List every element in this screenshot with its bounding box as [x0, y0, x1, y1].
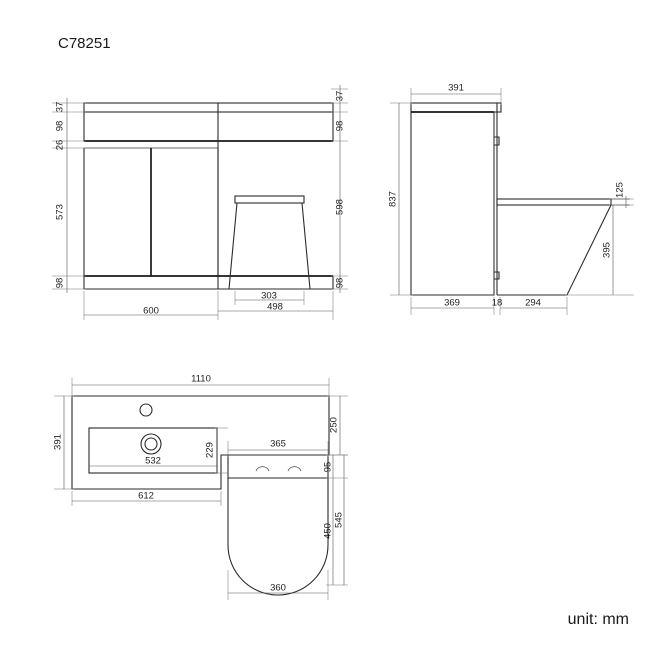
- front-worktop: [83, 102, 334, 113]
- dim-plan-worktop-rear-depth: 250: [329, 417, 340, 433]
- dim-side-overall-height: 837: [388, 191, 399, 207]
- dim-side-divider-thickness: 18: [492, 298, 503, 309]
- plan-waste-outer-ring: [140, 433, 162, 455]
- side-hinge-notch-upper: [494, 136, 500, 146]
- plan-toilet-pan: [227, 478, 329, 596]
- side-worktop: [410, 102, 502, 113]
- dim-side-cabinet-depth: 369: [444, 298, 460, 309]
- dim-plan-basin-depth: 391: [53, 434, 64, 450]
- dim-plan-toilet-total-depth: 545: [334, 512, 345, 528]
- dim-side-pan-depth: 294: [525, 298, 541, 309]
- plan-seat-hinge-right: [287, 466, 302, 472]
- front-upper-band: [83, 112, 334, 142]
- front-plinth: [83, 276, 334, 290]
- front-toilet-cistern-cap: [234, 195, 305, 204]
- page-title: C78251: [58, 35, 111, 52]
- plan-cistern-block: [227, 454, 329, 479]
- dim-front-left-drawer-gap: 26: [55, 140, 66, 151]
- dim-front-left-upper-panel: 98: [55, 121, 66, 132]
- plan-waste-inner-ring: [144, 437, 158, 451]
- dim-front-right-plinth: 98: [335, 278, 346, 289]
- plan-worktop-outline: [71, 395, 330, 490]
- dim-front-toilet-top-width: 303: [261, 291, 277, 302]
- dim-side-pan-height: 395: [602, 242, 613, 258]
- dim-plan-bowl-inner-width: 532: [145, 456, 161, 467]
- side-hinge-notch-lower: [494, 271, 500, 280]
- dim-plan-toilet-zone-width: 365: [270, 439, 286, 450]
- front-elevation-view: 37 98 26 573 98 37 98 598 98 303 498 600: [52, 85, 348, 320]
- plan-view: 1110 391 250 229 532 612 365: [53, 374, 348, 600]
- dim-plan-pan-length: 450: [323, 523, 334, 539]
- dim-front-right-top-cap: 37: [335, 91, 346, 102]
- dim-side-top-depth: 391: [448, 83, 464, 94]
- dim-front-toilet-section-width: 498: [267, 302, 283, 313]
- dim-front-cabinet-width: 600: [143, 306, 159, 317]
- side-cistern-slab: [496, 198, 612, 206]
- front-toilet-pan: [228, 202, 311, 290]
- side-toilet-pan-profile: [497, 204, 612, 296]
- unit-note: unit: mm: [568, 611, 629, 628]
- dim-plan-overall-width: 1110: [191, 374, 211, 385]
- side-cabinet-body: [410, 112, 495, 296]
- dim-front-left-plinth: 98: [55, 278, 66, 289]
- plan-tap-hole: [139, 403, 153, 417]
- dim-front-right-body: 598: [335, 199, 346, 215]
- dim-plan-basin-top-width: 612: [138, 491, 154, 502]
- dim-front-right-upper-panel: 98: [335, 121, 346, 132]
- dim-plan-bowl-inner-depth: 229: [205, 442, 216, 458]
- plan-seat-hinge-left: [255, 466, 270, 472]
- dim-front-left-top-cap: 37: [55, 102, 66, 113]
- dim-plan-pan-width: 360: [270, 583, 286, 594]
- dim-plan-cistern-offset: 95: [323, 462, 334, 473]
- dim-front-left-door-height: 573: [55, 204, 66, 220]
- side-elevation-view: 391 837 125 395 369 18 294: [388, 83, 634, 315]
- dim-side-seat-thickness: 125: [615, 182, 626, 198]
